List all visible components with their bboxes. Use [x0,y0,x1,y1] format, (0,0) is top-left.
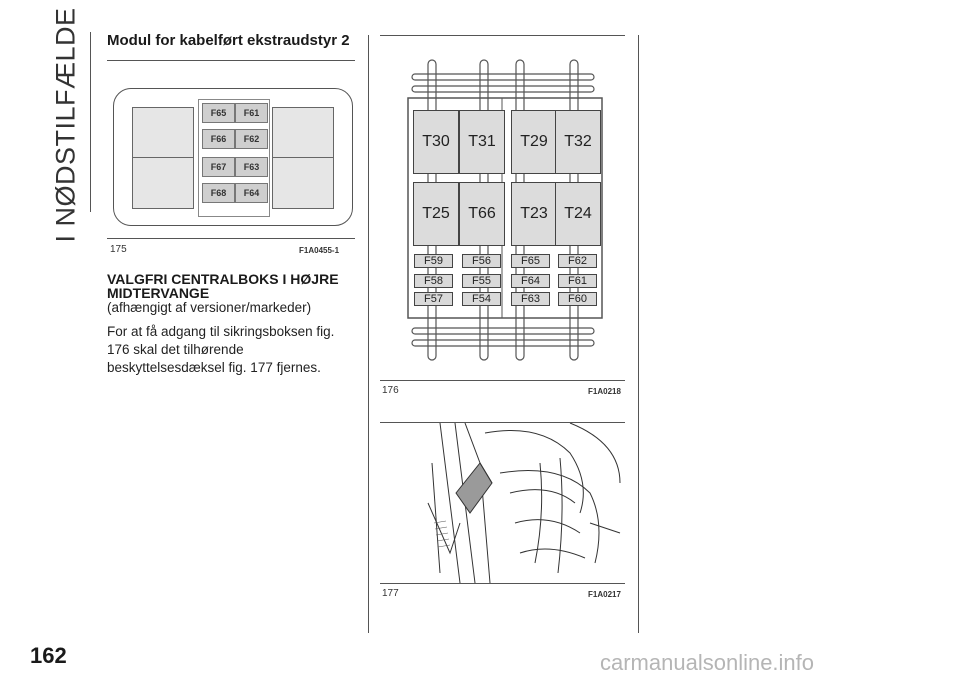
fig175-fuse-panel [198,99,270,217]
column-divider [368,35,369,633]
fuse-label: F67 [202,157,235,177]
fig175-right-bottom-block [272,157,334,209]
fuse-label: F64 [511,274,550,288]
fig176-code: F1A0218 [588,387,621,396]
fig175-left-top-block [132,107,194,159]
fig175-caption-rule [107,238,355,239]
fuse-label: F65 [202,103,235,123]
fuse-label: F54 [462,292,501,306]
fig175-number: 175 [110,244,127,255]
relay-label: T24 [555,182,601,246]
section-title-text: I NØDSTILFÆLDE [50,7,81,243]
fig175-diagram: F65 F61 F66 F62 F67 F63 F68 F64 [113,88,353,226]
fig176-top-rule [380,35,625,36]
fuse-label: F58 [414,274,453,288]
fig175-code: F1A0455-1 [299,246,340,255]
fuse-label: F63 [235,157,268,177]
centralbox-note: (afhængigt af versioner/markeder) [107,300,312,315]
fuse-label: F60 [558,292,597,306]
body-line: 176 skal det tilhørende [107,342,244,357]
relay-label: T23 [511,182,557,246]
fig175-right-top-block [272,107,334,159]
fig177-caption-rule [380,583,625,584]
watermark: carmanualsonline.info [600,650,815,675]
fuse-label: F57 [414,292,453,306]
relay-label: T66 [459,182,505,246]
fig175-left-bottom-block [132,157,194,209]
fig176-caption-rule [380,380,625,381]
fuse-label: F66 [202,129,235,149]
relay-label: T30 [413,110,459,174]
relay-label: T31 [459,110,505,174]
fuse-label: F63 [511,292,550,306]
centralbox-heading: VALGFRI CENTRALBOKS I HØJRE MIDTERVANGE [107,271,339,301]
heading-rule [107,60,355,61]
fuse-label: F64 [235,183,268,203]
module-heading: Modul for kabelført ekstraudstyr 2 [107,32,350,49]
fig177-code: F1A0217 [588,590,621,599]
fig177-illustration [427,423,621,583]
fuse-label: F61 [558,274,597,288]
right-divider [638,35,639,633]
section-divider [90,32,91,212]
relay-label: T32 [555,110,601,174]
fig176-number: 176 [382,385,399,396]
body-line: For at få adgang til sikringsboksen fig. [107,324,335,339]
fig177-top-rule [380,422,625,423]
fig177-number: 177 [382,588,399,599]
page-number: 162 [30,643,67,668]
fuse-label: F62 [235,129,268,149]
relay-label: T29 [511,110,557,174]
relay-label: T25 [413,182,459,246]
fuse-label: F55 [462,274,501,288]
fuse-label: F59 [414,254,453,268]
body-line: beskyttelsesdæksel fig. 177 fjernes. [107,360,321,375]
fuse-label: F56 [462,254,501,268]
fuse-label: F61 [235,103,268,123]
section-title: I NØDSTILFÆLDE [41,7,91,242]
fuse-label: F62 [558,254,597,268]
fuse-label: F65 [511,254,550,268]
fuse-label: F68 [202,183,235,203]
